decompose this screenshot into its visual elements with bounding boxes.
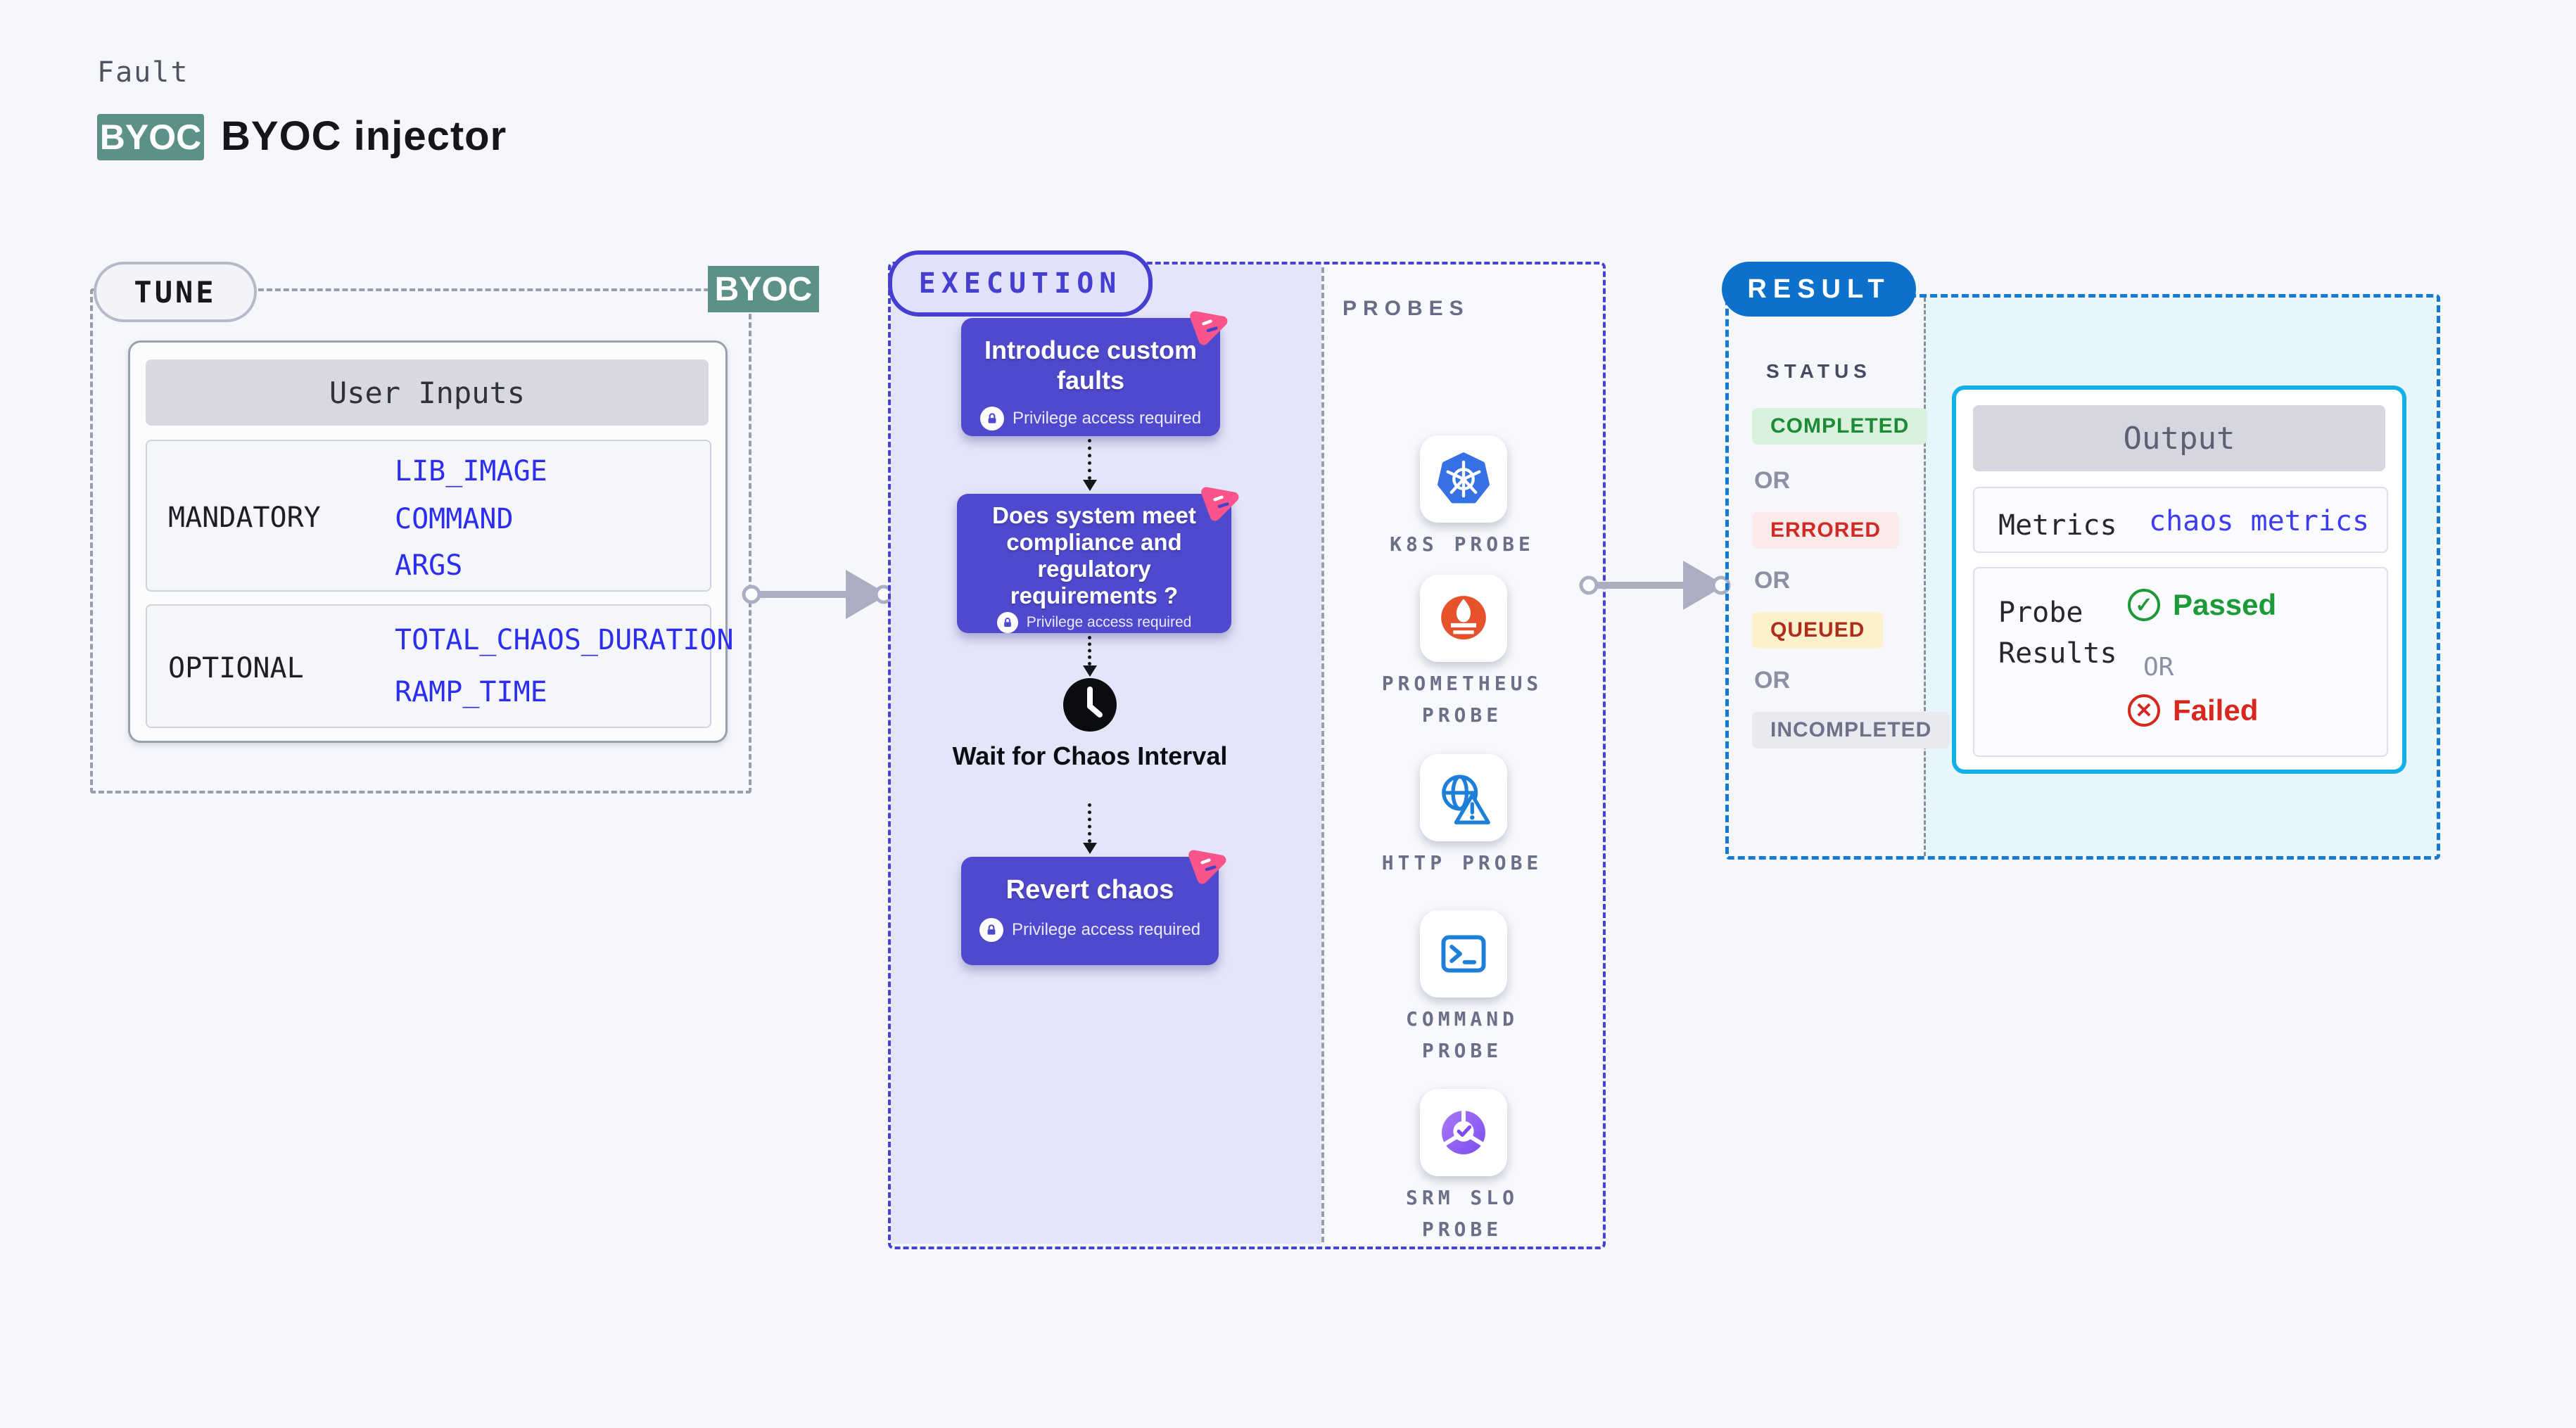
- prometheus-icon: [1441, 596, 1486, 640]
- execution-to-result-arrow-icon: [1579, 561, 1731, 610]
- probe-item-k8s: [1420, 435, 1507, 523]
- byoc-title-badge: BYOC: [97, 114, 204, 160]
- terminal-icon: [1441, 935, 1486, 973]
- probe-item-srm-slo: [1420, 1089, 1507, 1176]
- chaos-experiment-icon: [1190, 311, 1228, 345]
- step-box-revert-chaos: Revert chaos Privilege access required: [961, 850, 1226, 965]
- probe-label-k8s: K8S PROBE: [1390, 533, 1535, 556]
- passed-check-icon: ✓: [2128, 589, 2160, 621]
- lock-icon: [979, 407, 1004, 431]
- connector-arrowhead-icon: [1083, 665, 1097, 677]
- execution-section: [888, 262, 1606, 1249]
- connector-arrowhead-icon: [1083, 480, 1097, 491]
- globe-warning-icon: [1442, 774, 1490, 824]
- chaos-experiment-icon: [1188, 850, 1226, 884]
- lock-icon: [979, 918, 1003, 942]
- privilege-badge-label: Privilege access required: [1011, 920, 1201, 939]
- probe-label-command: COMMAND PROBE: [1405, 1007, 1518, 1062]
- wait-for-chaos-interval-label: Wait for Chaos Interval: [952, 741, 1228, 770]
- fault-category-label: Fault: [97, 56, 189, 89]
- byoc-corner-badge: BYOC: [708, 266, 819, 312]
- step-title: Does system meet compliance and regulato…: [992, 502, 1196, 608]
- or-label: OR: [1754, 567, 1790, 594]
- connector-line: [1088, 439, 1091, 480]
- page-title: BYOC injector: [221, 113, 507, 159]
- output-header: Output: [1973, 405, 2385, 471]
- mandatory-label: MANDATORY: [168, 502, 321, 534]
- status-badge-incompleted: INCOMPLETED: [1752, 712, 1950, 748]
- connector-arrowhead-icon: [1083, 843, 1097, 854]
- input-value-ramp-time: RAMP_TIME: [395, 676, 547, 708]
- optional-row: OPTIONAL TOTAL_CHAOS_DURATION RAMP_TIME: [146, 604, 734, 728]
- status-badge-queued: QUEUED: [1752, 612, 1884, 649]
- mandatory-row: MANDATORY LIB_IMAGE COMMAND ARGS: [146, 440, 711, 592]
- status-badge-errored: ERRORED: [1752, 512, 1900, 549]
- privilege-badge-label: Privilege access required: [1026, 613, 1192, 630]
- input-value-command: COMMAND: [395, 503, 514, 535]
- step-title: Revert chaos: [1005, 875, 1174, 905]
- lock-icon: [996, 611, 1018, 633]
- metrics-row: Metrics chaos metrics: [1973, 487, 2388, 553]
- connector-line: [1088, 636, 1091, 665]
- user-inputs-card: User Inputs MANDATORY LIB_IMAGE COMMAND …: [128, 340, 734, 743]
- optional-label: OPTIONAL: [168, 652, 304, 684]
- output-card: Output Metrics chaos metrics Probe Resul…: [1952, 385, 2406, 774]
- privilege-badge-label: Privilege access required: [1012, 409, 1202, 428]
- step-title: Introduce custom faults: [984, 336, 1198, 395]
- slo-donut-check-icon: [1440, 1108, 1487, 1154]
- input-value-args: ARGS: [395, 549, 463, 582]
- clock-icon: [1063, 678, 1117, 732]
- probe-item-command: [1420, 910, 1507, 997]
- probe-item-prometheus: [1420, 575, 1507, 662]
- failed-label: Failed: [2173, 694, 2259, 727]
- probe-label-srm-slo: SRM SLO PROBE: [1405, 1186, 1518, 1241]
- probe-item-http: [1420, 754, 1507, 841]
- failed-cross-icon: ✕: [2128, 694, 2160, 727]
- probe-label-prometheus: PROMETHEUS PROBE: [1381, 672, 1543, 727]
- chaos-experiment-icon: [1201, 487, 1239, 521]
- probe-results-row: Probe Results ✓ Passed OR ✕ Failed: [1973, 567, 2388, 757]
- passed-label: Passed: [2173, 588, 2277, 621]
- probes-heading: PROBES: [1343, 297, 1470, 320]
- input-value-total-chaos-duration: TOTAL_CHAOS_DURATION: [395, 624, 734, 656]
- probe-results-label: Probe Results: [1998, 597, 2117, 670]
- tune-to-execution-arrow-icon: [742, 570, 894, 619]
- or-label: OR: [1754, 467, 1790, 494]
- input-value-lib-image: LIB_IMAGE: [395, 455, 547, 487]
- result-pill: RESULT: [1722, 262, 1916, 317]
- tune-pill: TUNE: [94, 262, 257, 322]
- status-heading: STATUS: [1766, 360, 1872, 382]
- kubernetes-icon: [1438, 452, 1490, 504]
- execution-probes-divider: [1321, 267, 1324, 1242]
- metrics-value: chaos metrics: [2149, 505, 2370, 537]
- or-label: OR: [2143, 653, 2174, 682]
- tune-section: [90, 288, 751, 793]
- step-box-compliance-check: Does system meet compliance and regulato…: [957, 487, 1239, 633]
- probe-label-http: HTTP PROBE: [1381, 851, 1543, 874]
- status-badge-completed: COMPLETED: [1752, 408, 1928, 445]
- step-box-introduce-faults: Introduce custom faults Privilege access…: [961, 311, 1228, 436]
- metrics-label: Metrics: [1998, 509, 2117, 542]
- user-inputs-header: User Inputs: [146, 359, 709, 426]
- or-label: OR: [1754, 667, 1790, 694]
- execution-pill: EXECUTION: [888, 250, 1153, 317]
- connector-line: [1088, 803, 1091, 843]
